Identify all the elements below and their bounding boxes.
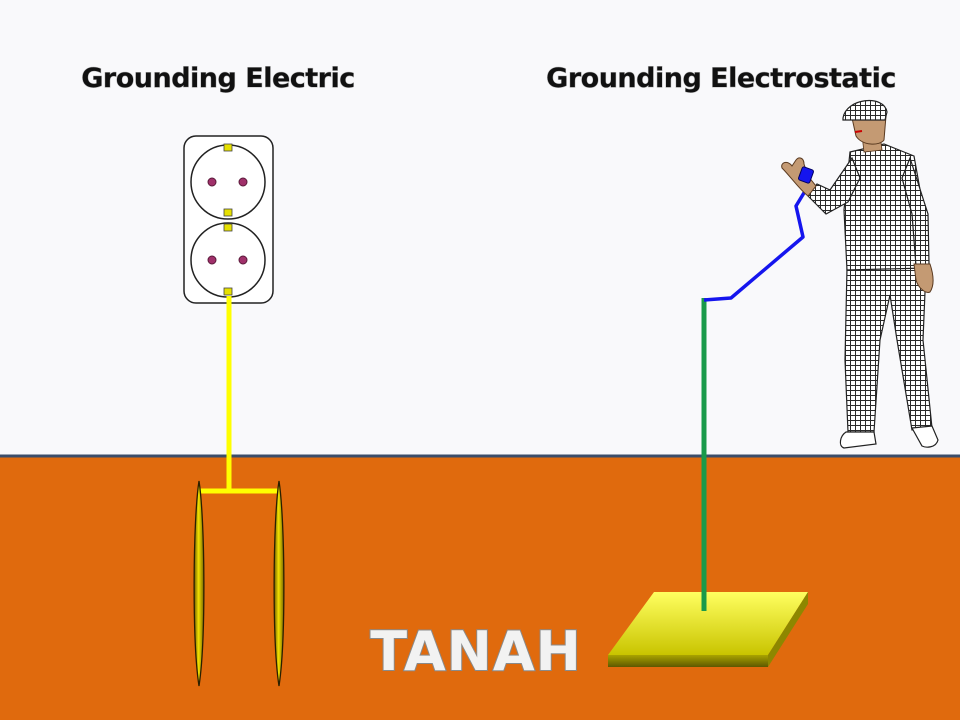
ground-soil xyxy=(0,455,960,720)
title-grounding-electric: Grounding Electric xyxy=(81,63,355,94)
ground-rod-icon xyxy=(273,480,285,687)
wrist-strap-cord xyxy=(703,175,812,302)
ground-plate-icon xyxy=(608,592,808,667)
ground-label-tanah: TANAH xyxy=(370,620,582,683)
ground-wire xyxy=(199,296,279,494)
wrist-strap-icon xyxy=(798,166,814,184)
title-grounding-electrostatic: Grounding Electrostatic xyxy=(546,63,896,94)
worker-figure-icon xyxy=(781,99,939,449)
double-socket-icon xyxy=(183,135,274,304)
ground-rod-icon xyxy=(193,480,205,687)
